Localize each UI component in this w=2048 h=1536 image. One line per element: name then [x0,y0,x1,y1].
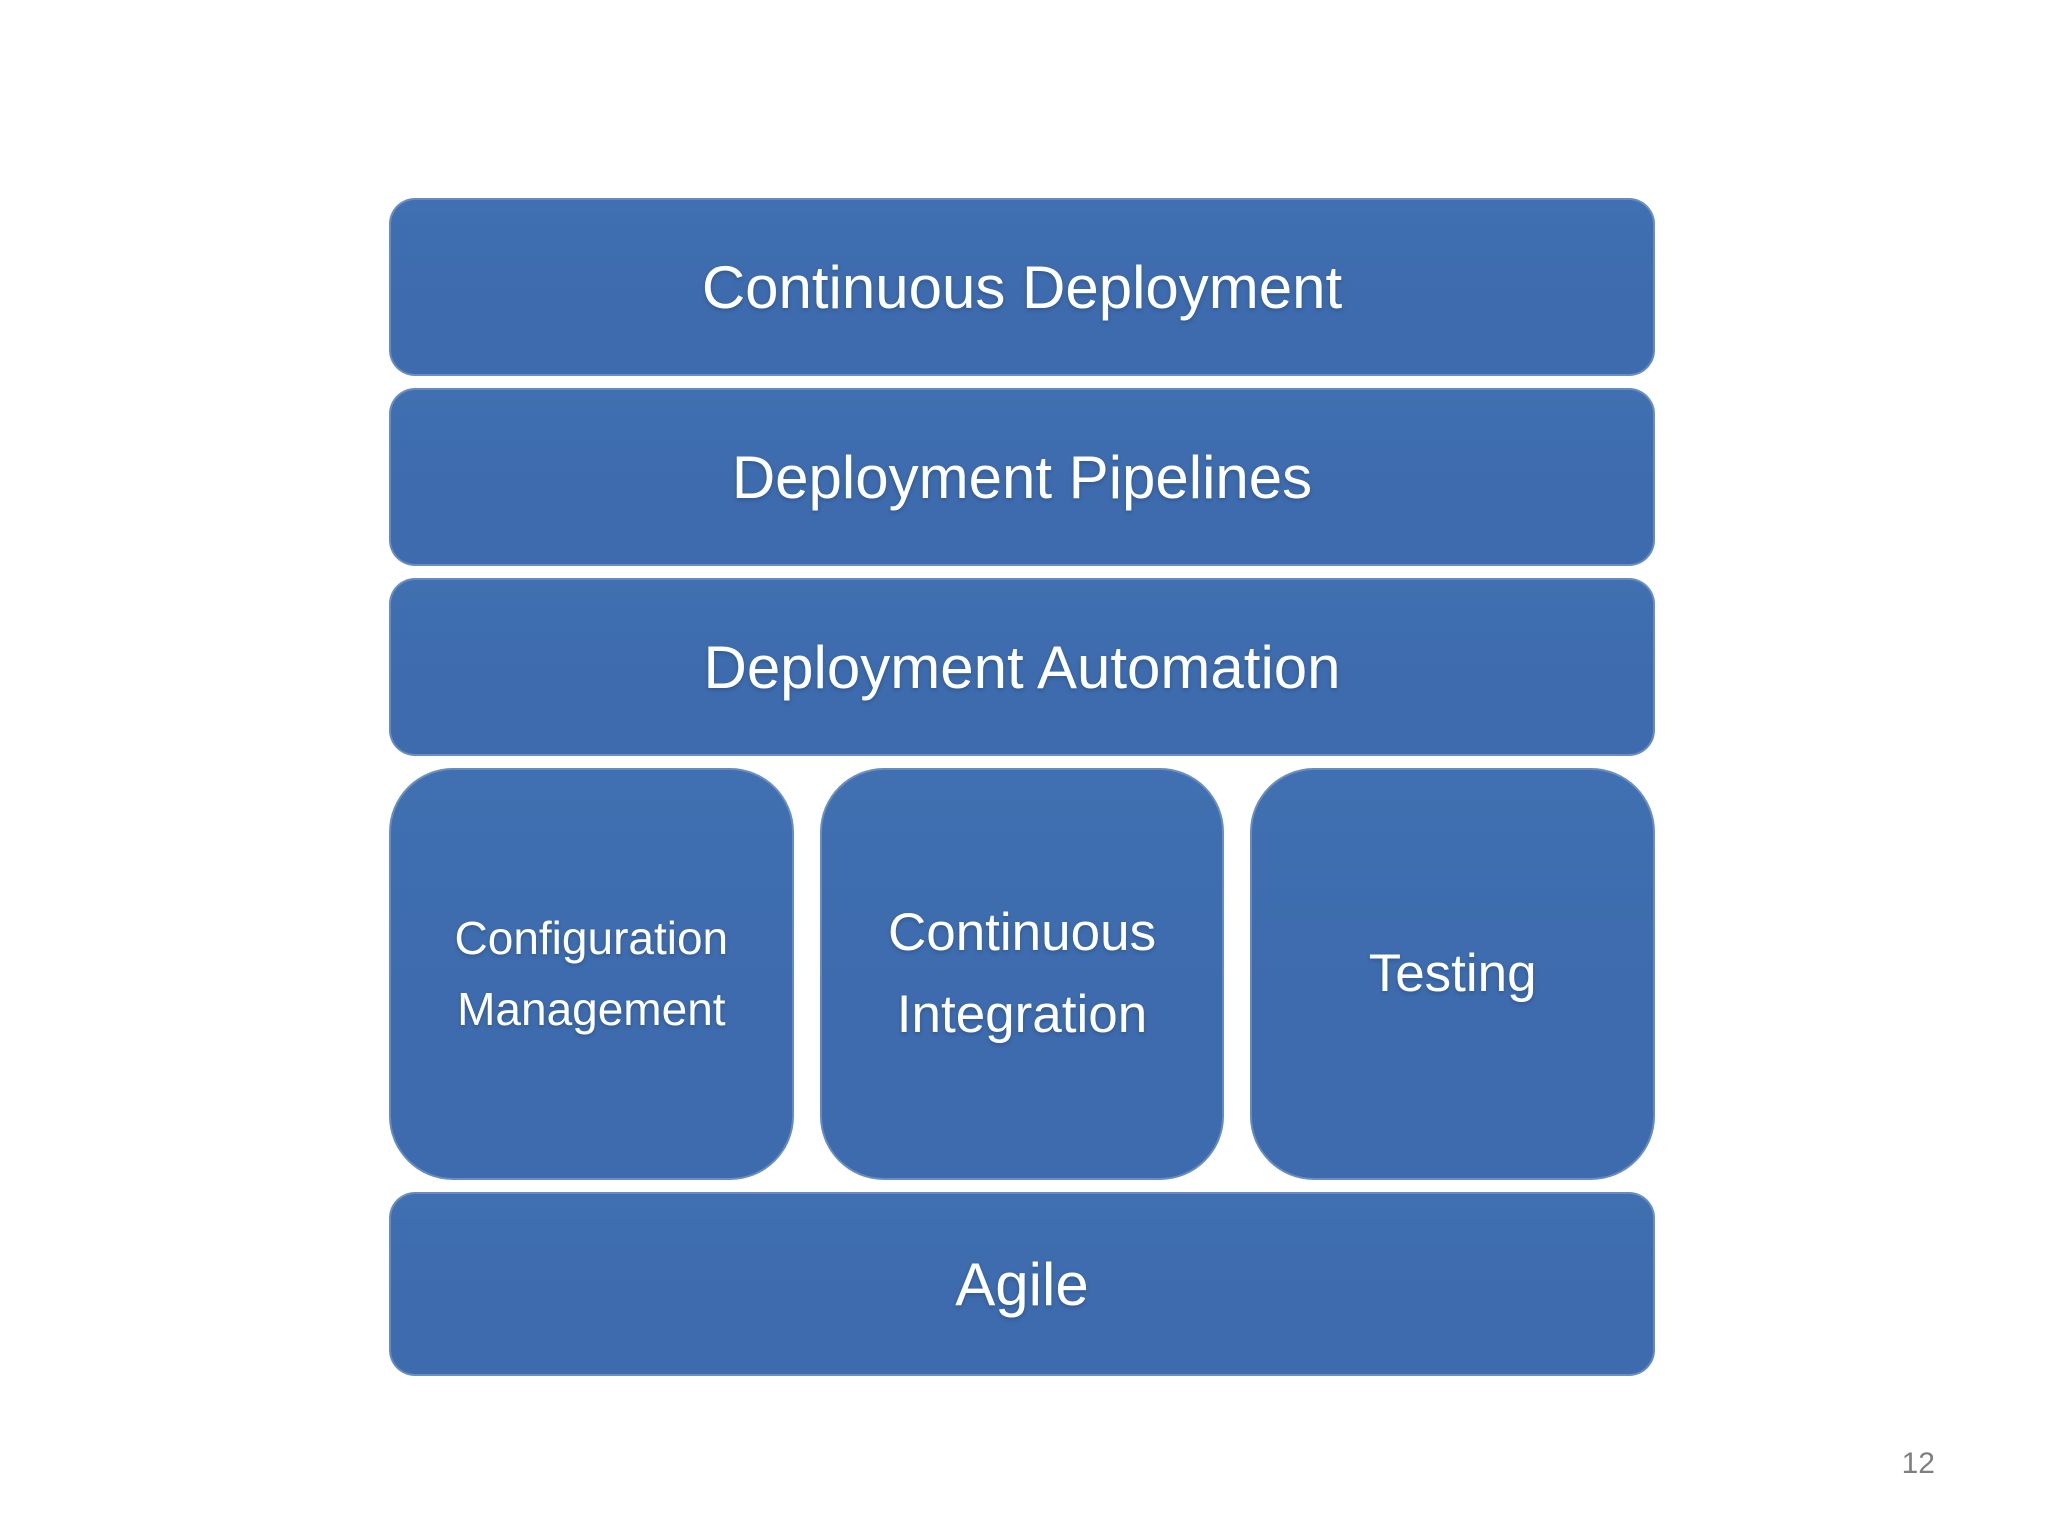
bar-continuous-deployment-label: Continuous Deployment [701,253,1343,321]
bar-deployment-pipelines-label: Deployment Pipelines [731,443,1313,511]
box-testing-label: Testing [1368,943,1537,1003]
page-number: 12 [1901,1447,1935,1480]
bar-agile: Agile [389,1192,1655,1376]
bar-deployment-automation-label: Deployment Automation [703,633,1341,701]
box-continuous-integration-label: Continuous Integration [887,902,1157,1044]
devops-stack-diagram: Continuous Deployment Deployment Pipelin… [389,198,1656,1379]
box-testing: Testing [1250,768,1656,1180]
bar-deployment-pipelines: Deployment Pipelines [389,388,1655,566]
box-configuration-management: Configuration Management [389,768,794,1180]
box-configuration-management-label: Configuration Management [454,911,729,1035]
bar-deployment-automation: Deployment Automation [389,578,1655,756]
bar-agile-label: Agile [955,1250,1089,1318]
box-continuous-integration: Continuous Integration [819,768,1225,1180]
middle-row: Configuration Management Continuous Inte… [389,768,1656,1180]
bar-continuous-deployment: Continuous Deployment [389,198,1655,376]
